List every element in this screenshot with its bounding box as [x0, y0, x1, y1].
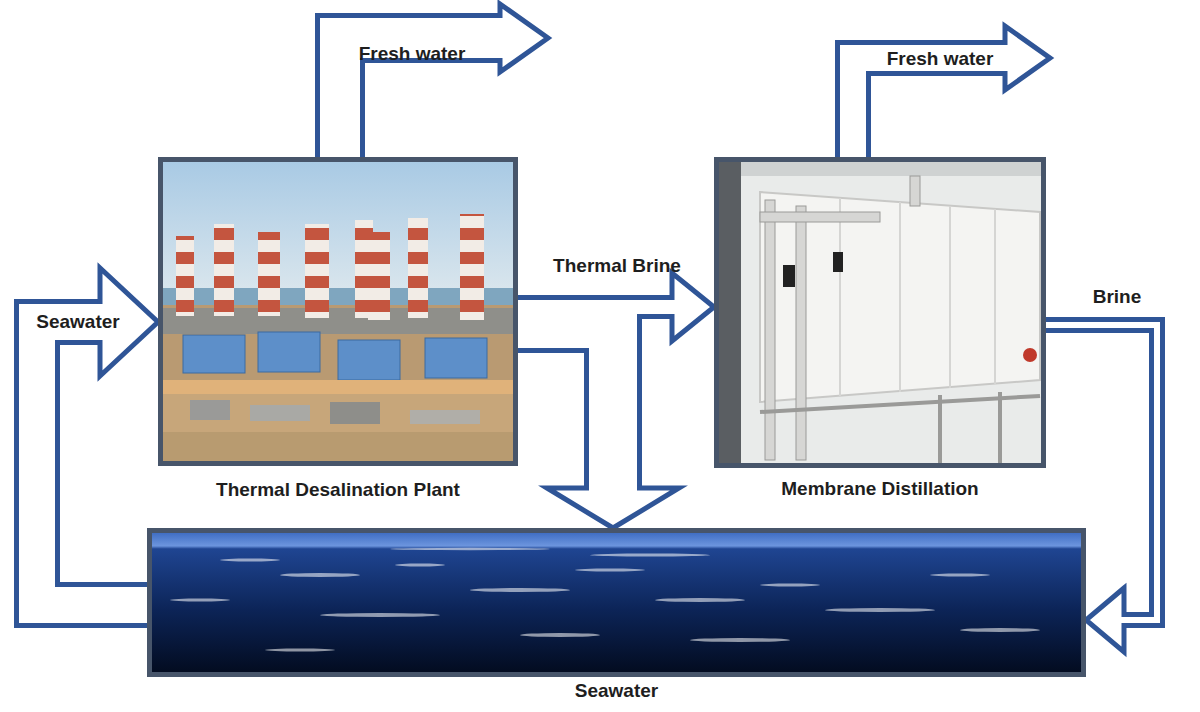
plant-photo: [158, 157, 518, 465]
container-wall: [719, 162, 741, 463]
sparkle: [520, 633, 600, 637]
ground-slab: [163, 380, 513, 394]
arrow-fill: [492, 18, 506, 58]
sea: [147, 528, 1086, 677]
sparkle: [960, 628, 1040, 632]
sparkle: [760, 584, 820, 587]
flow-arrow: [37, 322, 147, 605]
plant-building: [190, 400, 230, 420]
arrow-outline: [340, 38, 500, 160]
pipe: [796, 206, 806, 460]
sparkle: [825, 608, 935, 612]
flow-arrow-fill: [1046, 325, 1157, 620]
pipe: [765, 200, 775, 460]
sensor: [783, 265, 795, 287]
chimney: [460, 214, 484, 320]
arrow-head: [672, 273, 714, 341]
flow-arrow: [518, 324, 613, 488]
flow-arrow: [1046, 325, 1157, 620]
chimney: [176, 236, 194, 316]
sparkle: [280, 573, 360, 577]
arrow-head: [547, 488, 679, 528]
flow-label: Fresh water: [359, 43, 466, 65]
arrow-head: [500, 4, 548, 72]
sparkles: [170, 548, 1040, 652]
edge-label: Seawater: [36, 311, 119, 333]
stand-leg: [938, 395, 942, 463]
sparkle: [690, 638, 790, 642]
output-arrow: [340, 4, 548, 160]
stand-leg: [998, 392, 1002, 463]
pipe: [910, 176, 920, 206]
ground-lower: [163, 394, 513, 461]
plant-building: [410, 410, 480, 424]
sea-photo: [147, 528, 1086, 677]
connector-heads: [100, 268, 1124, 652]
flow-arrow-fill: [518, 324, 613, 488]
output-arrow: [853, 26, 1050, 160]
chimney: [368, 232, 390, 320]
md-background: [714, 157, 1046, 468]
membrane-photo-box: Membrane Distillation: [714, 157, 1046, 468]
arrow-fill: [997, 45, 1011, 71]
sparkle: [320, 613, 440, 617]
sparkle: [655, 598, 745, 602]
sparkle: [575, 569, 645, 572]
sparkle: [590, 554, 710, 557]
sparkle: [395, 564, 445, 567]
arrow-fill: [340, 38, 500, 160]
ceiling: [741, 162, 1041, 176]
ground: [158, 305, 518, 465]
sparkle: [220, 559, 280, 562]
flow-arrow-fill: [37, 322, 147, 605]
chimney: [258, 232, 280, 316]
arrow-fill: [853, 58, 1005, 160]
arrow-head: [1086, 588, 1124, 652]
blue-block: [338, 340, 400, 380]
blue-block: [425, 338, 487, 378]
sparkle: [470, 588, 570, 592]
node-label: Thermal Desalination Plant: [103, 479, 573, 501]
pipe: [760, 212, 880, 222]
arrow-join: [589, 480, 637, 492]
chimney: [214, 224, 234, 316]
sparkle: [930, 574, 990, 577]
ground-foreground: [163, 432, 513, 461]
module-seam: [949, 206, 951, 388]
chimney: [408, 218, 428, 318]
blue-block: [183, 335, 245, 373]
plant-building: [250, 405, 310, 421]
node-label: Membrane Distillation: [659, 478, 1101, 500]
plant-photo-box: Thermal Desalination Plant: [158, 157, 518, 466]
arrow-outline: [853, 58, 1005, 160]
arrow-join: [664, 300, 676, 314]
edge-label: Thermal Brine: [553, 255, 681, 277]
arrow-join: [1120, 617, 1132, 623]
sparkle: [265, 649, 335, 652]
arrow-head: [1005, 26, 1050, 90]
module-seam: [839, 198, 841, 396]
sensor: [833, 252, 843, 272]
module-seam: [994, 209, 996, 384]
module-seam: [899, 202, 901, 392]
md-photo: [714, 157, 1046, 468]
sparkle: [390, 548, 550, 550]
flow-label: Fresh water: [887, 48, 994, 70]
sea-band: Seawater: [147, 528, 1086, 677]
sparkle: [170, 599, 230, 602]
chimney: [305, 224, 329, 318]
node-label: Seawater: [92, 680, 1141, 702]
valve: [1023, 348, 1037, 362]
edge-label: Brine: [1093, 286, 1142, 308]
blue-block: [258, 332, 320, 372]
plant-building: [330, 402, 380, 424]
